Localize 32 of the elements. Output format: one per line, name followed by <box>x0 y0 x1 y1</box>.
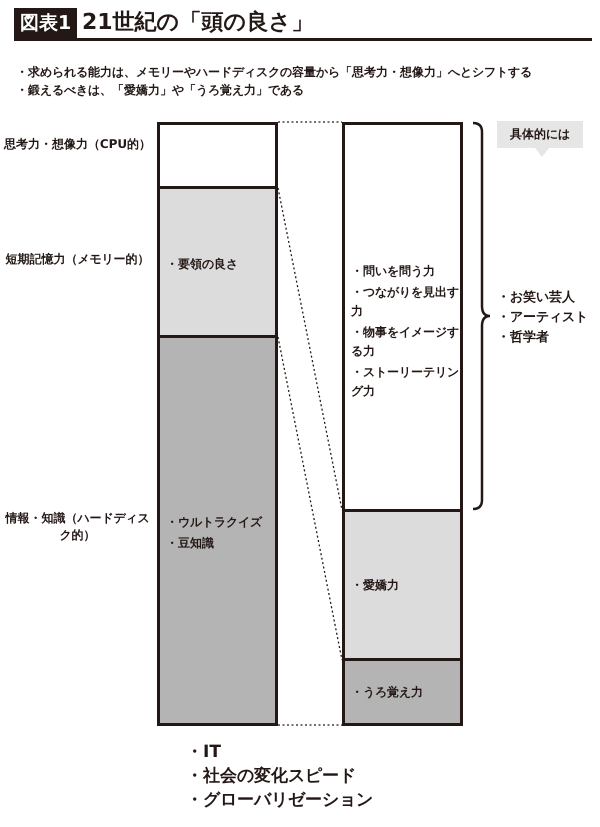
factor-text: ・グローバリゼーション <box>186 789 373 811</box>
bullet-text: ・ウルトラクイズ <box>166 514 264 531</box>
bullet-text: ・つながりを見出す力 <box>351 284 459 320</box>
note-text: ・鍛えるべきは、「愛嬌力」や「うろ覚え力」である <box>16 82 304 98</box>
bullet-text: ・ストーリーテリング力 <box>351 364 459 400</box>
callout-bubble <box>497 121 583 157</box>
title: 21世紀の「頭の良さ」 <box>82 9 314 37</box>
segment-caption: 思考力・想像力（CPU的） <box>2 136 152 153</box>
projection-line <box>278 724 342 726</box>
bar-segment <box>157 122 278 189</box>
bullet-text: ・要領の良さ <box>166 256 239 273</box>
bar-segment <box>342 122 463 512</box>
factor-text: ・IT <box>186 741 221 763</box>
bullet-text: ・問いを問う力 <box>351 263 436 280</box>
bar-segment <box>342 658 463 726</box>
bullet-text: ・愛嬌力 <box>351 577 400 594</box>
callout-text: 具体的には <box>509 126 571 143</box>
segment-caption: 短期記憶力（メモリー的） <box>4 251 150 268</box>
figure-number-badge: 図表1 <box>14 8 78 38</box>
example-text: ・お笑い芸人 <box>497 289 575 307</box>
bar-segment <box>157 335 278 726</box>
bullet-text: ・物事をイメージする力 <box>351 324 459 360</box>
bullet-text: ・豆知識 <box>166 535 215 552</box>
bullet-text: ・うろ覚え力 <box>351 684 424 701</box>
bar-segment <box>342 509 463 661</box>
factor-text: ・社会の変化スピード <box>186 765 356 787</box>
example-text: ・アーティスト <box>497 309 588 327</box>
bar-segment <box>157 186 278 338</box>
example-text: ・哲学者 <box>497 329 549 347</box>
projection-line <box>278 121 342 123</box>
note-text: ・求められる能力は、メモリーやハードディスクの容量から「思考力・想像力」へとシフトする <box>16 64 532 80</box>
segment-caption: 情報・知識（ハードディスク的） <box>4 510 150 544</box>
